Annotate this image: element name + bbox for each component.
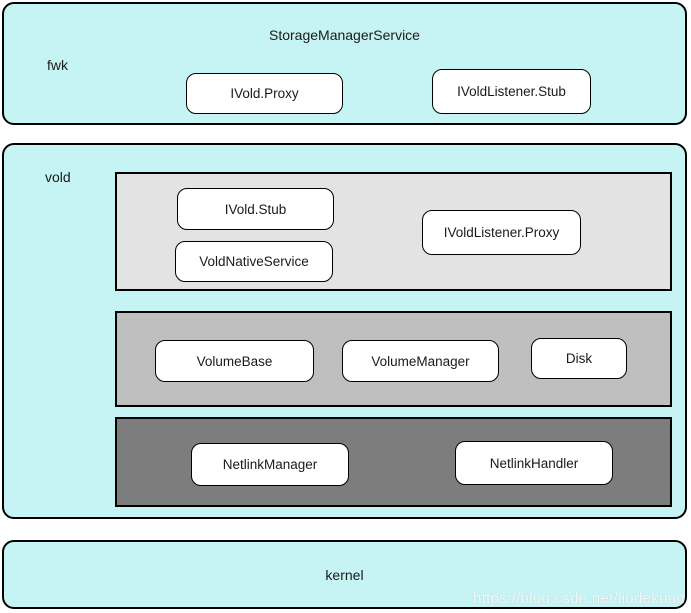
node-ivoldlistener-proxy: IVoldListener.Proxy: [422, 210, 581, 255]
node-netlink-handler: NetlinkHandler: [455, 441, 613, 485]
node-vold-native-service: VoldNativeService: [175, 241, 333, 282]
node-ivoldlistener-stub: IVoldListener.Stub: [432, 69, 591, 114]
watermark-url: https://blog.csdn.net/liudekuan: [473, 590, 685, 607]
kernel-layer: kernel: [2, 540, 687, 609]
vold-layer-label: vold: [45, 169, 71, 185]
node-ivold-stub: IVold.Stub: [177, 188, 334, 230]
node-volume-manager: VolumeManager: [342, 340, 499, 382]
node-netlink-manager: NetlinkManager: [191, 443, 349, 486]
diagram-title: StorageManagerService: [269, 27, 420, 43]
kernel-layer-label: kernel: [325, 566, 364, 583]
node-volume-base: VolumeBase: [155, 340, 314, 382]
node-disk: Disk: [531, 338, 627, 379]
fwk-layer-label: fwk: [47, 57, 68, 73]
fwk-layer: StorageManagerService fwk: [2, 2, 687, 125]
node-ivold-proxy: IVold.Proxy: [186, 73, 343, 114]
